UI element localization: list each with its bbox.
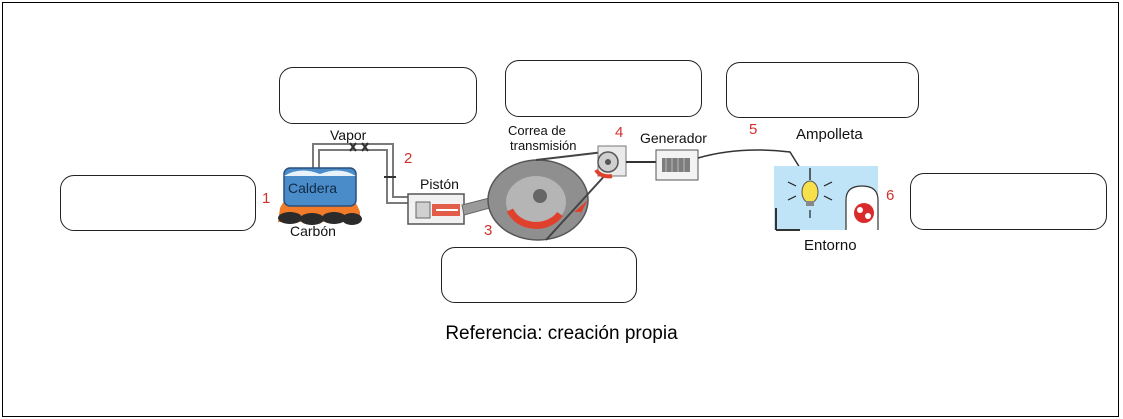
boiler-icon [283, 167, 357, 207]
pulley-icon [594, 145, 627, 179]
rotation-arrow-icon [574, 200, 588, 218]
correa-label-line2: transmisión [510, 138, 577, 153]
person-icon [854, 203, 874, 223]
step-number-4: 4 [615, 124, 624, 141]
caldera-label: Caldera [288, 180, 338, 196]
step-number-2: 2 [404, 150, 413, 167]
step-number-5: 5 [749, 121, 758, 138]
light-bulb-icon [787, 168, 833, 218]
electric-wire [697, 149, 801, 169]
correa-label-line1: Correa de [508, 123, 566, 138]
step-number-6: 6 [886, 187, 895, 204]
answer-box-top-center[interactable] [505, 60, 702, 117]
entorno-label: Entorno [804, 237, 857, 254]
valve-icon [349, 142, 396, 178]
answer-box-left[interactable] [60, 175, 256, 231]
generador-label: Generador [640, 130, 707, 146]
carbon-label: Carbón [290, 223, 336, 239]
answer-box-bottom[interactable] [441, 247, 637, 303]
transmission-belt [535, 151, 609, 241]
ampolleta-label: Ampolleta [796, 126, 863, 143]
step-number-3: 3 [484, 222, 493, 239]
answer-box-top-right[interactable] [726, 62, 919, 118]
piston-label: Pistón [420, 176, 459, 192]
flywheel-icon [487, 159, 589, 241]
generator-icon [655, 149, 699, 181]
figure-caption: Referencia: creación propia [445, 323, 678, 344]
answer-box-right[interactable] [910, 173, 1107, 230]
step-number-1: 1 [262, 190, 271, 207]
answer-box-top-left[interactable] [279, 67, 477, 124]
piston-cylinder-icon [407, 193, 465, 225]
vapor-label: Vapor [330, 127, 367, 143]
